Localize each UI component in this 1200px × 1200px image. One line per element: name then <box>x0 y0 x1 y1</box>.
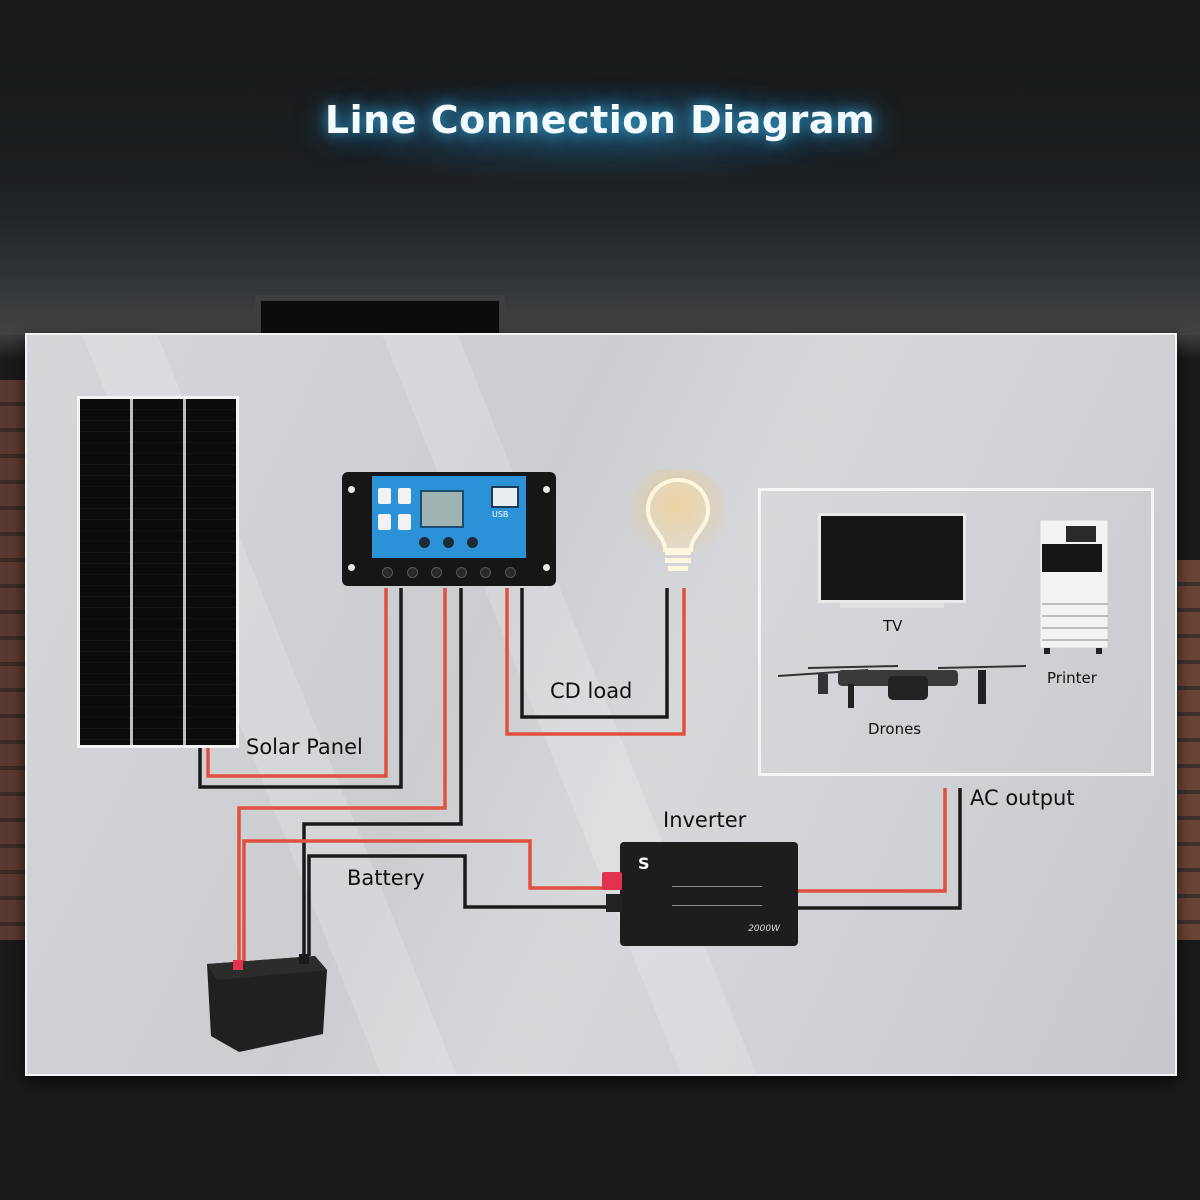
ac-output-label: AC output <box>970 786 1075 810</box>
wire-ac-line <box>798 788 947 893</box>
wire-inverter-positive <box>242 839 604 962</box>
wire-solar-negative <box>198 588 403 789</box>
background-roof-panel <box>255 295 505 337</box>
terminal <box>431 567 443 578</box>
controller-button-menu <box>419 537 430 548</box>
inverter-logo-icon: S <box>638 854 650 873</box>
ac-devices-box <box>758 488 1154 776</box>
terminal <box>504 567 516 578</box>
mount-hole <box>348 564 355 571</box>
device-label-printer: Printer <box>1047 669 1097 687</box>
wire-inverter-negative <box>307 854 606 956</box>
solar-status-icon <box>378 488 391 504</box>
wire-ac-neutral <box>798 788 962 910</box>
battery-status-icon <box>398 488 411 504</box>
lock-status-icon <box>398 514 411 530</box>
mount-hole <box>543 564 550 571</box>
terminal <box>406 567 418 578</box>
inverter-positive-terminal <box>602 872 622 890</box>
inverter-power-rating: 2000W <box>748 924 780 934</box>
terminal <box>455 567 467 578</box>
mount-hole <box>543 486 550 493</box>
drone-icon <box>778 665 1026 708</box>
usb-port-icon <box>491 486 519 508</box>
terminal <box>480 567 492 578</box>
solar-cell-column <box>186 399 236 745</box>
page-title: Line Connection Diagram <box>324 98 876 142</box>
lcd-display <box>420 490 464 528</box>
device-label-tv: TV <box>883 617 903 635</box>
wire-battery-positive <box>237 588 447 962</box>
inverter-label: Inverter <box>663 808 747 832</box>
light-bulb-icon <box>630 470 728 571</box>
background-sky <box>0 220 1200 335</box>
dc-load-label: CD load <box>550 679 633 703</box>
title-glow <box>300 80 900 180</box>
controller-face: USB <box>372 476 526 558</box>
controller-button-down <box>443 537 454 548</box>
background-brick-right <box>1177 560 1200 940</box>
terminal <box>382 567 393 578</box>
solar-panel-icon <box>77 396 239 748</box>
wire-load-positive <box>505 588 686 736</box>
battery-label: Battery <box>347 866 425 890</box>
wire-battery-negative <box>302 588 463 956</box>
controller-button-up <box>467 537 478 548</box>
solar-cell-column <box>80 399 133 745</box>
inverter-negative-terminal <box>606 894 622 912</box>
tv-icon <box>818 513 966 603</box>
controller-terminals <box>382 567 516 579</box>
tv-stand <box>840 603 944 608</box>
wire-load-negative <box>520 588 669 719</box>
inverter-spec-plate <box>672 886 762 906</box>
load-status-icon <box>378 514 391 530</box>
battery-icon <box>207 954 327 1052</box>
wire-solar-positive <box>206 588 388 778</box>
usb-label: USB <box>492 510 509 519</box>
mount-hole <box>348 486 355 493</box>
device-label-drones: Drones <box>868 720 922 738</box>
inverter-icon: S 2000W <box>602 842 798 946</box>
solar-panel-label: Solar Panel <box>246 735 363 759</box>
printer-icon <box>1039 519 1109 654</box>
charge-controller-icon: USB <box>342 472 556 586</box>
background-brick-left <box>0 380 25 940</box>
solar-cell-column <box>133 399 186 745</box>
